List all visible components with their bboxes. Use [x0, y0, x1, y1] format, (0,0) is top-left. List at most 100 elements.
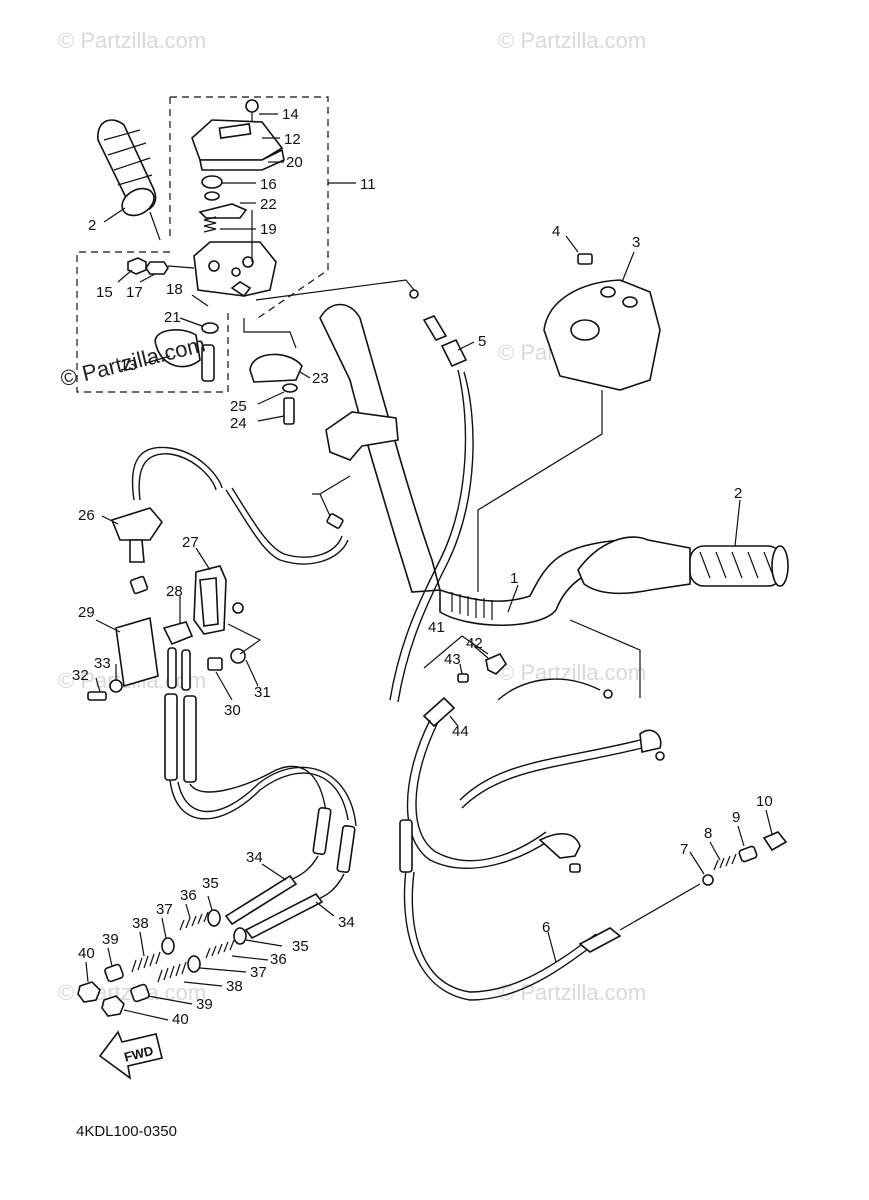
leader-37a [161, 917, 167, 939]
callout-35-bottom: 35 [292, 938, 309, 955]
washer-7 [702, 874, 714, 886]
callout-2-left: 2 [88, 217, 96, 234]
cable-34-a [224, 874, 298, 926]
callout-27: 27 [182, 534, 199, 551]
leader-37b [199, 967, 247, 973]
bracket-27-inner [199, 577, 219, 627]
nut-17 [145, 261, 169, 275]
switch-44 [422, 696, 456, 728]
nut-leader [167, 265, 195, 269]
spring-38a [131, 951, 161, 973]
cable-adjuster [422, 315, 448, 341]
cable-path [169, 772, 349, 821]
callout-20: 20 [286, 154, 303, 171]
leader-26 [101, 515, 119, 525]
cable-sleeve [164, 693, 178, 781]
nut-40a [77, 981, 101, 1003]
callout-21: 21 [164, 309, 181, 326]
housing-3 [543, 279, 661, 391]
bolt-18 [230, 281, 252, 298]
grip-pattern [103, 129, 153, 186]
callout-39-top: 39 [102, 931, 119, 948]
bracket-hole [232, 602, 244, 614]
leader-23 [299, 371, 311, 379]
leader-42 [473, 645, 489, 659]
leader-13 [145, 355, 171, 364]
callout-26: 26 [78, 507, 95, 524]
leader-6 [547, 931, 557, 963]
callout-42: 42 [466, 635, 483, 652]
callout-31: 31 [254, 684, 271, 701]
cable-end [409, 289, 419, 299]
adjuster-39a [104, 963, 124, 983]
housing-hole [208, 260, 220, 272]
leader-31 [245, 659, 259, 687]
bolt-24 [283, 397, 295, 425]
caliper-group [87, 547, 262, 701]
leader-21 [179, 317, 203, 327]
master-26-neck [129, 539, 145, 563]
cable-end [181, 649, 191, 691]
fitting-leader [312, 493, 331, 517]
leader-38a [139, 931, 145, 957]
callout-30: 30 [224, 702, 241, 719]
callout-29: 29 [78, 604, 95, 621]
housing-hole [600, 286, 616, 298]
callout-3: 3 [632, 234, 640, 251]
pin-10 [762, 831, 788, 852]
washer-16b [204, 191, 220, 201]
callout-4: 4 [552, 223, 560, 240]
cable-34-b [244, 892, 324, 940]
brake-hose [138, 453, 217, 501]
callout-37-top: 37 [156, 901, 173, 918]
washer-25 [282, 383, 298, 393]
leader-35a [207, 895, 213, 911]
callout-32: 32 [72, 667, 89, 684]
lever-22 [198, 203, 248, 219]
grip-guide [569, 619, 641, 698]
leader-18 [191, 294, 209, 307]
cable-group-6 [399, 619, 788, 1001]
leader-3 [621, 251, 635, 283]
cable-5-line [389, 369, 467, 701]
bracket-group [243, 318, 311, 425]
cable-end-cap [569, 863, 581, 873]
screw-15 [127, 257, 147, 275]
cable-6-adjuster [578, 927, 622, 953]
cable-upper-tip [655, 751, 665, 761]
assembly-box-13 [76, 251, 229, 393]
fitting-guide [319, 475, 351, 495]
callout-6: 6 [542, 919, 550, 936]
cable-6 [403, 869, 601, 1001]
callout-16: 16 [260, 176, 277, 193]
callout-22: 22 [260, 196, 277, 213]
callout-35-top: 35 [202, 875, 219, 892]
cable-end-boot [538, 833, 581, 859]
cable-6-sleeve [399, 819, 413, 873]
callout-1: 1 [510, 570, 518, 587]
callout-25: 25 [230, 398, 247, 415]
cable-sleeve [336, 824, 356, 874]
callout-33: 33 [94, 655, 111, 672]
callout-39-bottom: 39 [196, 996, 213, 1013]
callouts: 14 12 20 16 11 22 2 19 15 17 18 21 13 23… [72, 106, 773, 1028]
master-26 [110, 507, 164, 541]
cover-logo [218, 123, 252, 139]
leader-36b [231, 955, 269, 961]
leader-44 [449, 715, 459, 727]
cable-5-line [397, 371, 474, 703]
leader-34b [315, 901, 335, 917]
callout-12: 12 [284, 131, 301, 148]
leader-24 [257, 415, 285, 422]
cable-path [289, 855, 319, 881]
cable-path [189, 765, 327, 813]
switch-housing [477, 235, 661, 592]
pin-43 [457, 673, 469, 683]
cable-end [167, 647, 177, 689]
callout-38-bottom: 38 [226, 978, 243, 995]
switch-guide [477, 390, 603, 592]
leader-40b [123, 1009, 169, 1021]
washer-37a [161, 937, 175, 955]
cable-guide [255, 279, 415, 301]
